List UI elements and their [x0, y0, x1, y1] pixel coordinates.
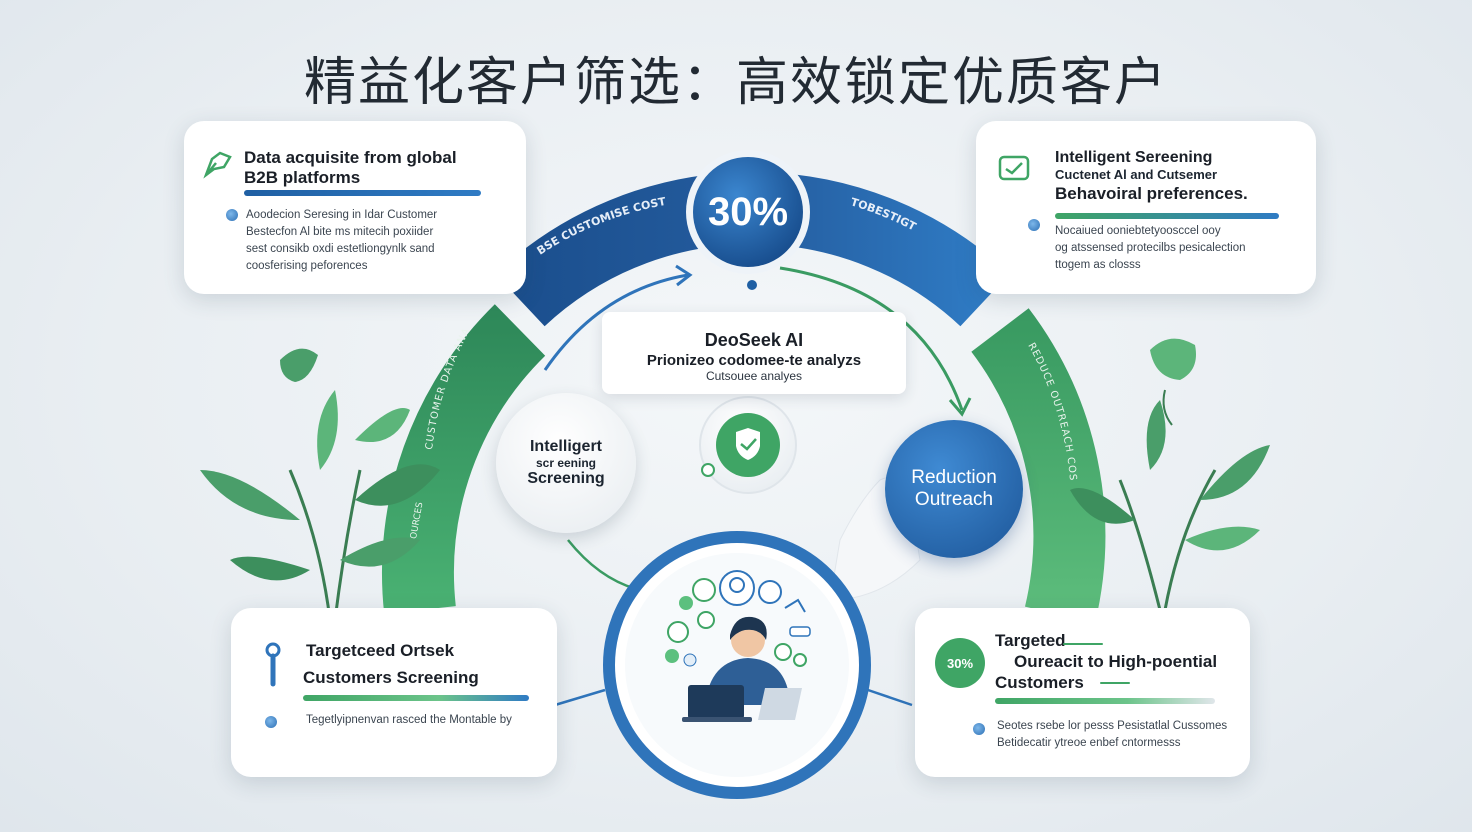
ring-arc-right-green — [971, 308, 1106, 624]
arrowhead-icon — [675, 264, 693, 287]
card-title-line1: Targetceed Ortsek — [306, 641, 455, 660]
card-title-line2: Cuctenet Al and Cutsemer — [1055, 167, 1218, 182]
badge-30-green: 30% — [935, 638, 985, 688]
card-body-line3: ttogem as closss — [1055, 259, 1141, 271]
card-title-line1: Data acquisite from global — [244, 148, 457, 167]
card-title-line2: Customers Screening — [303, 668, 479, 687]
bubble-line1: Reduction — [911, 467, 997, 488]
card-title-line3: Customers — [995, 673, 1084, 692]
card-body-line2: Betidecatir ytreoe enbef cntormesss — [997, 737, 1181, 749]
leaf-icon — [1150, 338, 1196, 380]
leaf-stem-icon — [1162, 389, 1173, 426]
progress-bar — [303, 695, 529, 701]
card-title-line3: Behavoiral preferences. — [1055, 184, 1248, 203]
center-box-line3: Cutsouee analyes — [705, 369, 803, 383]
intelligent-screening-bubble: Intelligert scr eening Screening — [496, 393, 636, 533]
card-body-line4: coosferising peforences — [246, 260, 368, 272]
bullet-icon — [1028, 219, 1040, 231]
card-body-line1: Tegetlyipnenvan rasced the Montable by — [306, 714, 512, 726]
card-title-line2: Oureacit to High-poential — [1014, 652, 1218, 671]
progress-bar — [244, 190, 481, 196]
screening-window-icon — [998, 155, 1030, 181]
location-pin-icon — [265, 642, 281, 687]
bubble-line2: scr eening — [535, 456, 596, 470]
flow-arrow-left — [567, 539, 641, 592]
deepseek-ai-box: DeoSeek AI Prionizeo codomee-te analyzs … — [602, 312, 906, 394]
card-title-line1: Intelligent Sereening — [1055, 149, 1213, 166]
badge-30-circle — [693, 157, 803, 267]
analyst-person-icon — [682, 616, 802, 722]
check-icon — [740, 438, 757, 451]
card-body-line1: Seotes rsebe lor pesss Pesistatlal Cusso… — [997, 720, 1228, 732]
center-box-title: DeoSeek AI — [704, 330, 804, 350]
badge-dot — [747, 280, 757, 290]
plant-right-icon — [1070, 400, 1270, 611]
bubble-line1: Intelligert — [529, 438, 602, 455]
bullet-icon — [265, 716, 277, 728]
card-body-line1: Nocaiued ooniebtetyoosccel ooy — [1055, 225, 1221, 237]
center-box-line2: Prionizeo codomee-te analyzs — [646, 352, 862, 369]
card-title-line2: B2B platforms — [244, 168, 361, 187]
bubble-line3: Screening — [527, 470, 605, 487]
data-source-icon — [203, 151, 232, 179]
progress-bar — [995, 698, 1215, 704]
flow-line-bottom-left — [554, 688, 606, 707]
page-title: 精益化客户筛选：高效锁定优质客户 — [303, 53, 1168, 113]
floating-icons — [665, 570, 811, 667]
card-targeted-outreach: 30% Targeted Oureacit to High-poential C… — [915, 608, 1250, 777]
arrowhead-icon — [948, 397, 972, 417]
card-body-line3: sest consikb oxdi estetliongynlk sand — [246, 243, 435, 255]
flow-line-bottom-right — [867, 688, 913, 707]
shield-icon — [736, 428, 760, 460]
leaf-icon — [280, 348, 318, 382]
card-body-line2: Bestecfon Al bite ms mitecih poxiider — [246, 226, 434, 238]
progress-bar — [1055, 213, 1279, 219]
card-body-line2: og atssensed protecilbs pesicalection — [1055, 242, 1246, 254]
card-title-line1: Targeted — [995, 631, 1066, 650]
plant-left-icon — [200, 390, 440, 621]
bullet-icon — [973, 723, 985, 735]
flow-arrow-top-left — [543, 273, 689, 371]
bubble-line2: Outreach — [914, 489, 994, 510]
accent-line — [1063, 643, 1103, 645]
reduction-outreach-bubble: Reduction Outreach — [885, 420, 1023, 558]
ring-arc-left-green — [382, 304, 546, 614]
card-body-line1: Aoodecion Seresing in Idar Customer — [246, 209, 438, 221]
badge-30-percent: 30% — [707, 189, 789, 234]
small-node-icon — [701, 463, 715, 477]
card-data-acquisition: Data acquisite from global B2B platforms… — [184, 121, 526, 294]
card-targeted-screening: Targetceed Ortsek Customers Screening Te… — [231, 608, 557, 777]
card-intelligent-screening: Intelligent Sereening Cuctenet Al and Cu… — [976, 121, 1316, 294]
bullet-icon — [226, 209, 238, 221]
accent-line — [1100, 682, 1130, 684]
